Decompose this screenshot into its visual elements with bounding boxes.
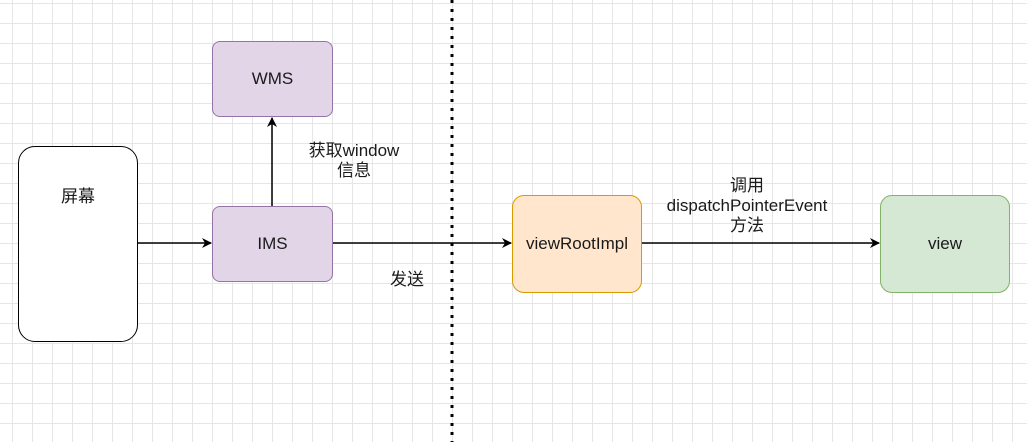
edge-label-get-window-info: 获取window 信息	[296, 141, 412, 181]
wms-node[interactable]: WMS	[212, 41, 333, 117]
edge-label-send: 发送	[380, 270, 434, 290]
edge-label-send-text: 发送	[390, 270, 424, 289]
wms-node-label: WMS	[251, 69, 294, 88]
edge-label-call-dispatch: 调用 dispatchPointerEvent 方法	[652, 176, 842, 236]
ims-node[interactable]: IMS	[212, 206, 333, 282]
screen-node[interactable]: 屏幕	[18, 146, 138, 342]
view-node-label: view	[927, 234, 962, 253]
viewrootimpl-node-label: viewRootImpl	[525, 234, 629, 253]
edge-label-get-window-info-line2: 信息	[337, 161, 371, 180]
screen-node-label: 屏幕	[61, 187, 95, 206]
edge-label-get-window-info-line1: 获取window	[308, 141, 400, 160]
view-node[interactable]: view	[880, 195, 1010, 293]
ims-node-label: IMS	[257, 234, 288, 253]
edge-label-call-dispatch-line2: dispatchPointerEvent	[666, 196, 828, 215]
viewrootimpl-node[interactable]: viewRootImpl	[512, 195, 642, 293]
edge-label-call-dispatch-line3: 方法	[730, 216, 764, 235]
edge-label-call-dispatch-line1: 调用	[730, 176, 764, 195]
